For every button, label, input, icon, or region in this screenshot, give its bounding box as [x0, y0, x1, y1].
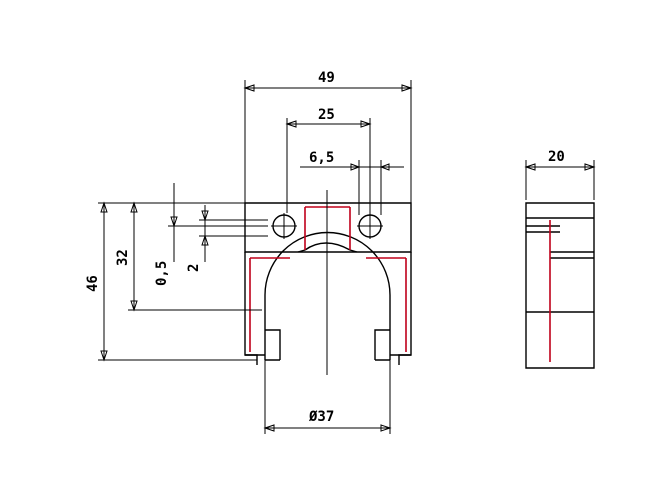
dimension-overall-height: 46: [85, 201, 257, 362]
label-bore-diameter: Ø37: [308, 409, 334, 425]
dimension-hole-spacing: 25: [285, 107, 372, 213]
dimension-overall-width: 49: [243, 70, 413, 203]
front-top-block: [244, 202, 412, 253]
front-view: [244, 190, 412, 375]
label-offset-small: 0,5: [154, 261, 170, 286]
label-center-height: 32: [115, 249, 131, 266]
dimension-side-depth: 20: [524, 149, 596, 200]
dimension-bore-diameter: Ø37: [263, 360, 392, 434]
front-feet: [245, 354, 411, 361]
mounting-hole-left: [271, 213, 297, 239]
dimension-offset-small: 0,5: [154, 183, 268, 286]
label-side-depth: 20: [548, 149, 565, 165]
label-offset-two: 2: [186, 264, 202, 272]
side-view: [525, 202, 595, 369]
label-hole-diameter: 6,5: [309, 150, 334, 166]
side-outline: [525, 202, 595, 369]
dimension-hole-diameter: 6,5: [300, 150, 404, 215]
mounting-hole-right: [357, 213, 383, 239]
label-hole-spacing: 25: [318, 107, 335, 123]
hole-shoulders: [297, 242, 358, 253]
dimension-offset-two: 2: [186, 205, 268, 272]
dimension-center-height: 32: [115, 201, 262, 312]
label-overall-width: 49: [318, 70, 335, 86]
bore-arch-inner: [265, 329, 390, 360]
side-inner-lines: [526, 217, 594, 313]
label-overall-height: 46: [85, 275, 101, 292]
